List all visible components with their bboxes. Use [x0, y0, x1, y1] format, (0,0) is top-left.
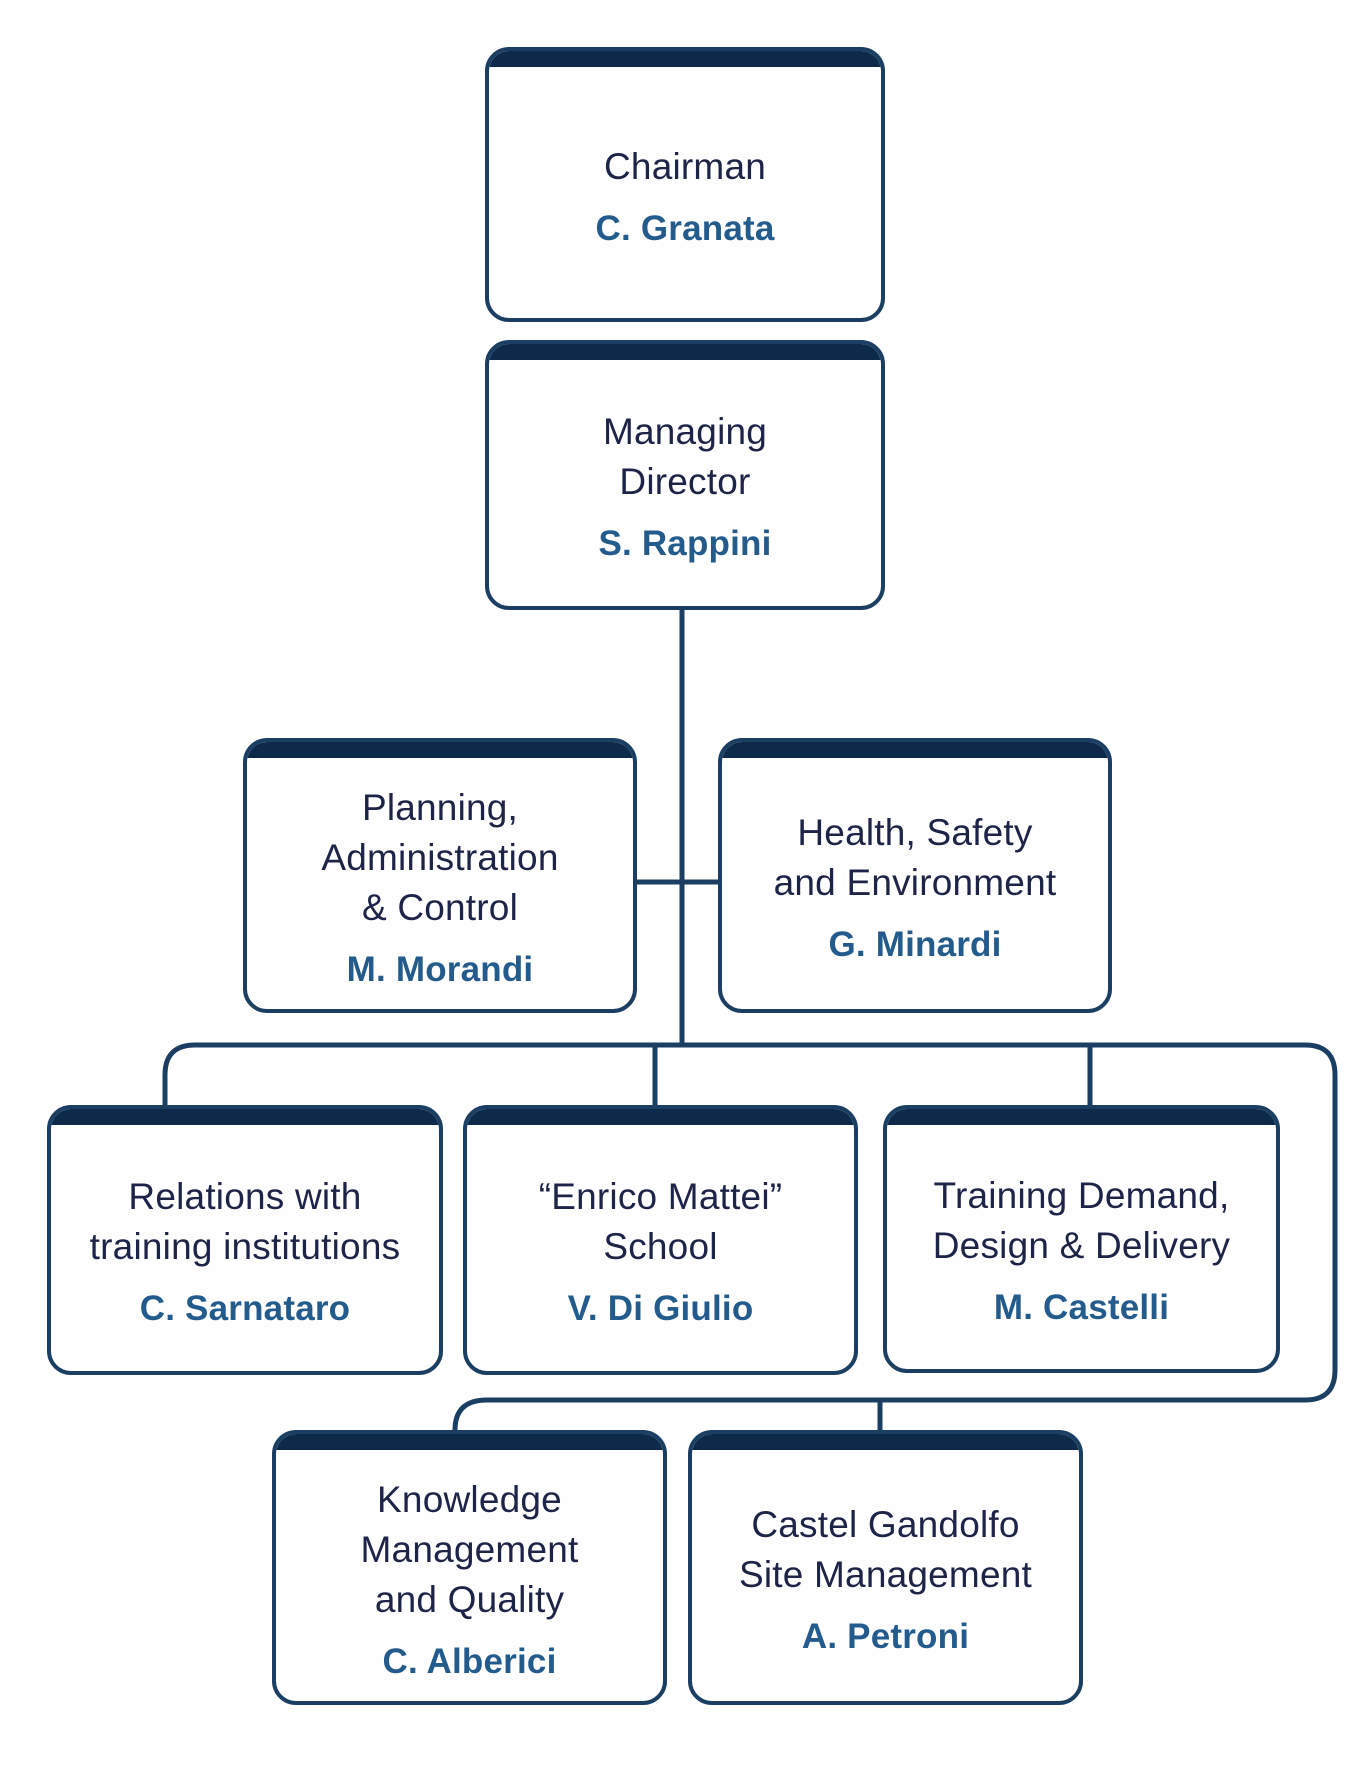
box-header-bar — [887, 1109, 1276, 1125]
person-name: C. Granata — [595, 208, 775, 248]
role-title: Relations with training institutions — [89, 1176, 401, 1267]
role-title: Training Demand, Design & Delivery — [932, 1175, 1231, 1266]
org-box-knowledge-management-quality: Knowledge Management and Quality C. Albe… — [272, 1430, 667, 1705]
org-box-enrico-mattei-school: “Enrico Mattei” School V. Di Giulio — [463, 1105, 858, 1375]
box-header-bar — [51, 1109, 439, 1125]
org-box-training-demand-design-delivery: Training Demand, Design & Delivery M. Ca… — [883, 1105, 1280, 1373]
role-title: Chairman — [604, 145, 766, 187]
person-name: G. Minardi — [828, 924, 1002, 964]
org-box-relations-training-institutions: Relations with training institutions C. … — [47, 1105, 443, 1375]
person-name: M. Castelli — [993, 1288, 1170, 1327]
box-header-bar — [489, 344, 881, 360]
person-name: V. Di Giulio — [567, 1289, 754, 1328]
person-name: C. Alberici — [382, 1641, 557, 1681]
role-title: Managing Director — [602, 411, 768, 502]
role-title: Planning, Administration & Control — [321, 786, 559, 928]
connector-main-bus — [162, 1042, 1338, 1436]
box-header-bar — [276, 1434, 663, 1450]
box-header-bar — [467, 1109, 854, 1125]
role-title: Knowledge Management and Quality — [360, 1478, 579, 1620]
role-title: Health, Safety and Environment — [773, 811, 1057, 903]
org-box-chairman: Chairman C. Granata — [485, 47, 885, 322]
org-box-castel-gandolfo-site-management: Castel Gandolfo Site Management A. Petro… — [688, 1430, 1083, 1705]
org-box-health-safety-environment: Health, Safety and Environment G. Minard… — [718, 738, 1112, 1013]
role-title: “Enrico Mattei” School — [538, 1176, 783, 1267]
org-box-managing-director: Managing Director S. Rappini — [485, 340, 885, 610]
person-name: M. Morandi — [346, 949, 534, 989]
box-header-bar — [692, 1434, 1079, 1450]
role-title: Castel Gandolfo Site Management — [738, 1503, 1032, 1595]
person-name: A. Petroni — [801, 1616, 970, 1656]
person-name: C. Sarnataro — [139, 1289, 351, 1328]
person-name: S. Rappini — [598, 524, 772, 563]
box-header-bar — [489, 51, 881, 67]
org-box-planning-administration-control: Planning, Administration & Control M. Mo… — [243, 738, 637, 1013]
box-header-bar — [247, 742, 633, 758]
box-header-bar — [722, 742, 1108, 758]
